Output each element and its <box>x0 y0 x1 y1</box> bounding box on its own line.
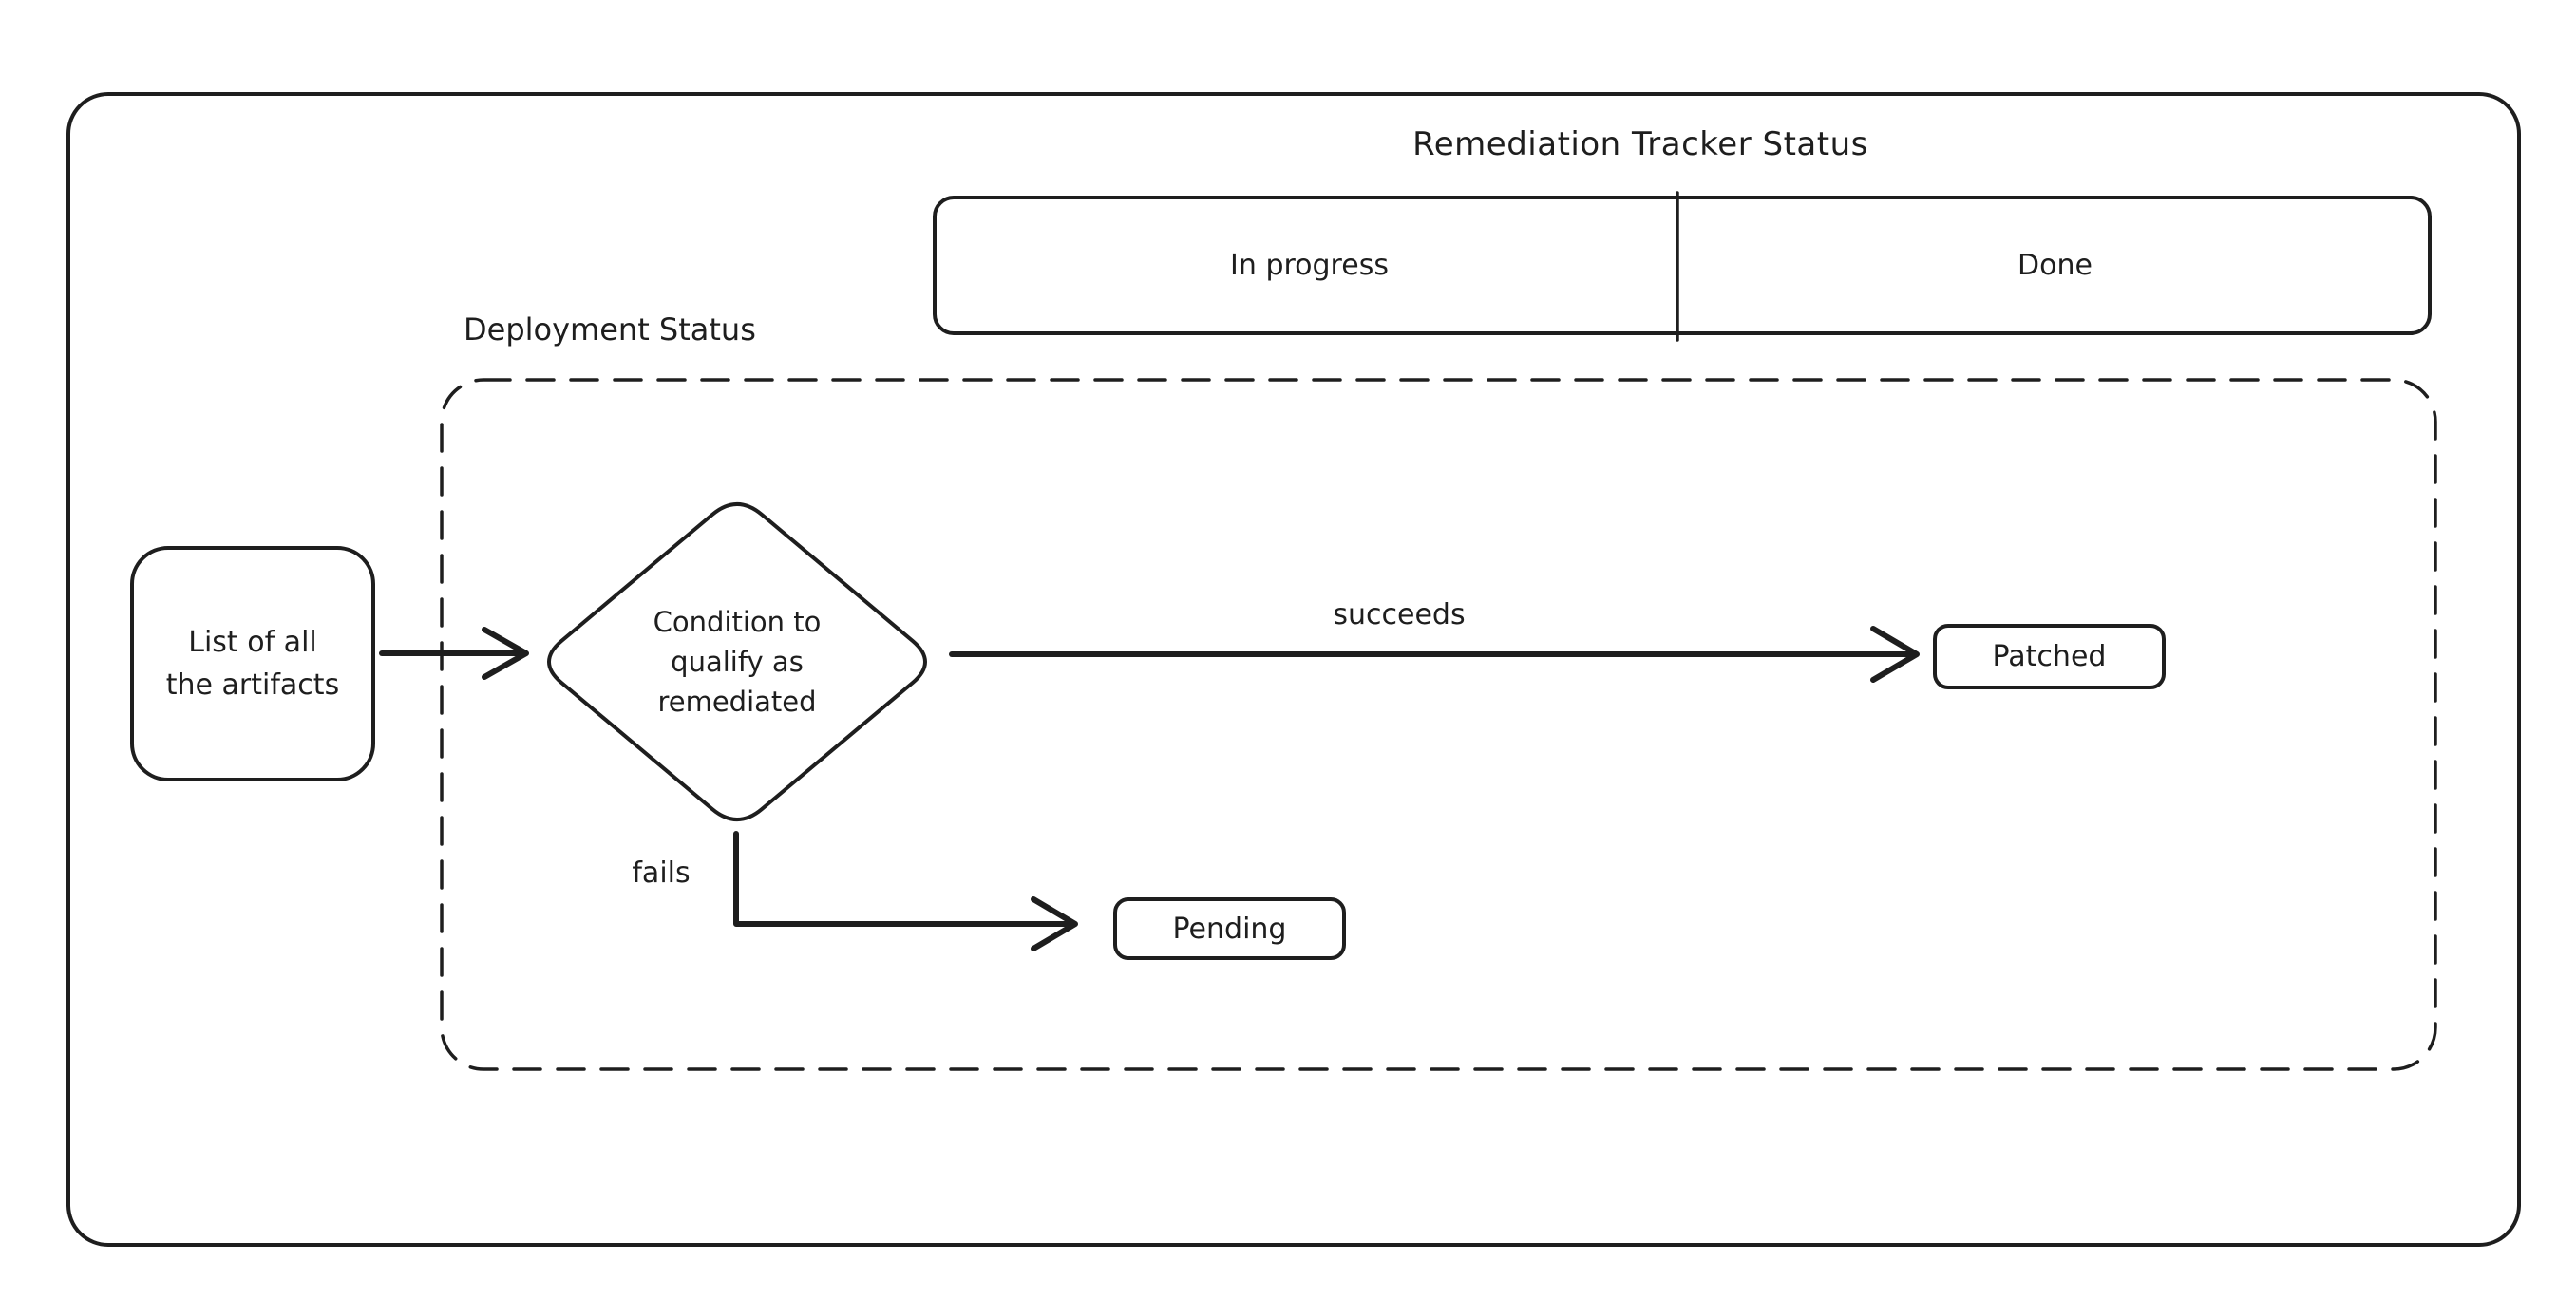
remediation-tracker-bar: In progress Done <box>933 196 2432 335</box>
diagram-title: Remediation Tracker Status <box>1412 125 1868 163</box>
outer-frame <box>66 92 2521 1247</box>
node-pending: Pending <box>1113 897 1346 960</box>
artifacts-label-line1: List of all <box>188 626 317 659</box>
node-patched: Patched <box>1933 624 2166 689</box>
artifacts-label-line2: the artifacts <box>165 668 340 702</box>
deployment-status-label: Deployment Status <box>464 311 756 348</box>
pending-label: Pending <box>1172 912 1287 946</box>
condition-label-line2: qualify as <box>671 646 804 679</box>
condition-label-line1: Condition to <box>653 606 822 638</box>
condition-label-line3: remediated <box>657 686 817 719</box>
tracker-cell-done: Done <box>2017 249 2093 282</box>
edge-label-fails: fails <box>632 857 691 890</box>
node-condition-label: Condition to qualify as remediated <box>595 602 880 722</box>
patched-label: Patched <box>1992 640 2107 673</box>
edge-label-succeeds: succeeds <box>1333 598 1466 631</box>
node-list-of-artifacts: List of all the artifacts <box>130 546 375 781</box>
tracker-cell-in-progress: In progress <box>1230 249 1389 282</box>
